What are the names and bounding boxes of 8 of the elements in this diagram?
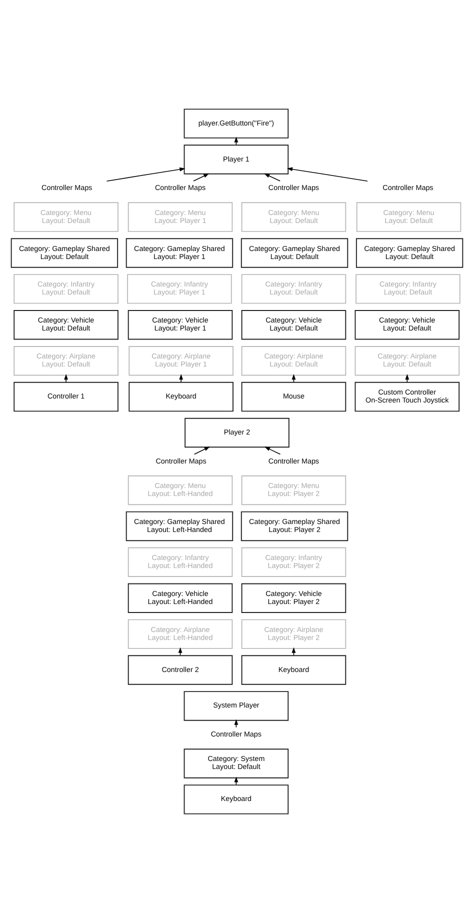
arrow <box>264 446 281 454</box>
arrow <box>106 166 186 181</box>
arrow <box>194 446 210 454</box>
arrow <box>264 172 280 181</box>
arrow <box>286 166 368 181</box>
arrow <box>193 172 210 181</box>
arrow <box>64 374 68 382</box>
arrow <box>179 374 184 382</box>
